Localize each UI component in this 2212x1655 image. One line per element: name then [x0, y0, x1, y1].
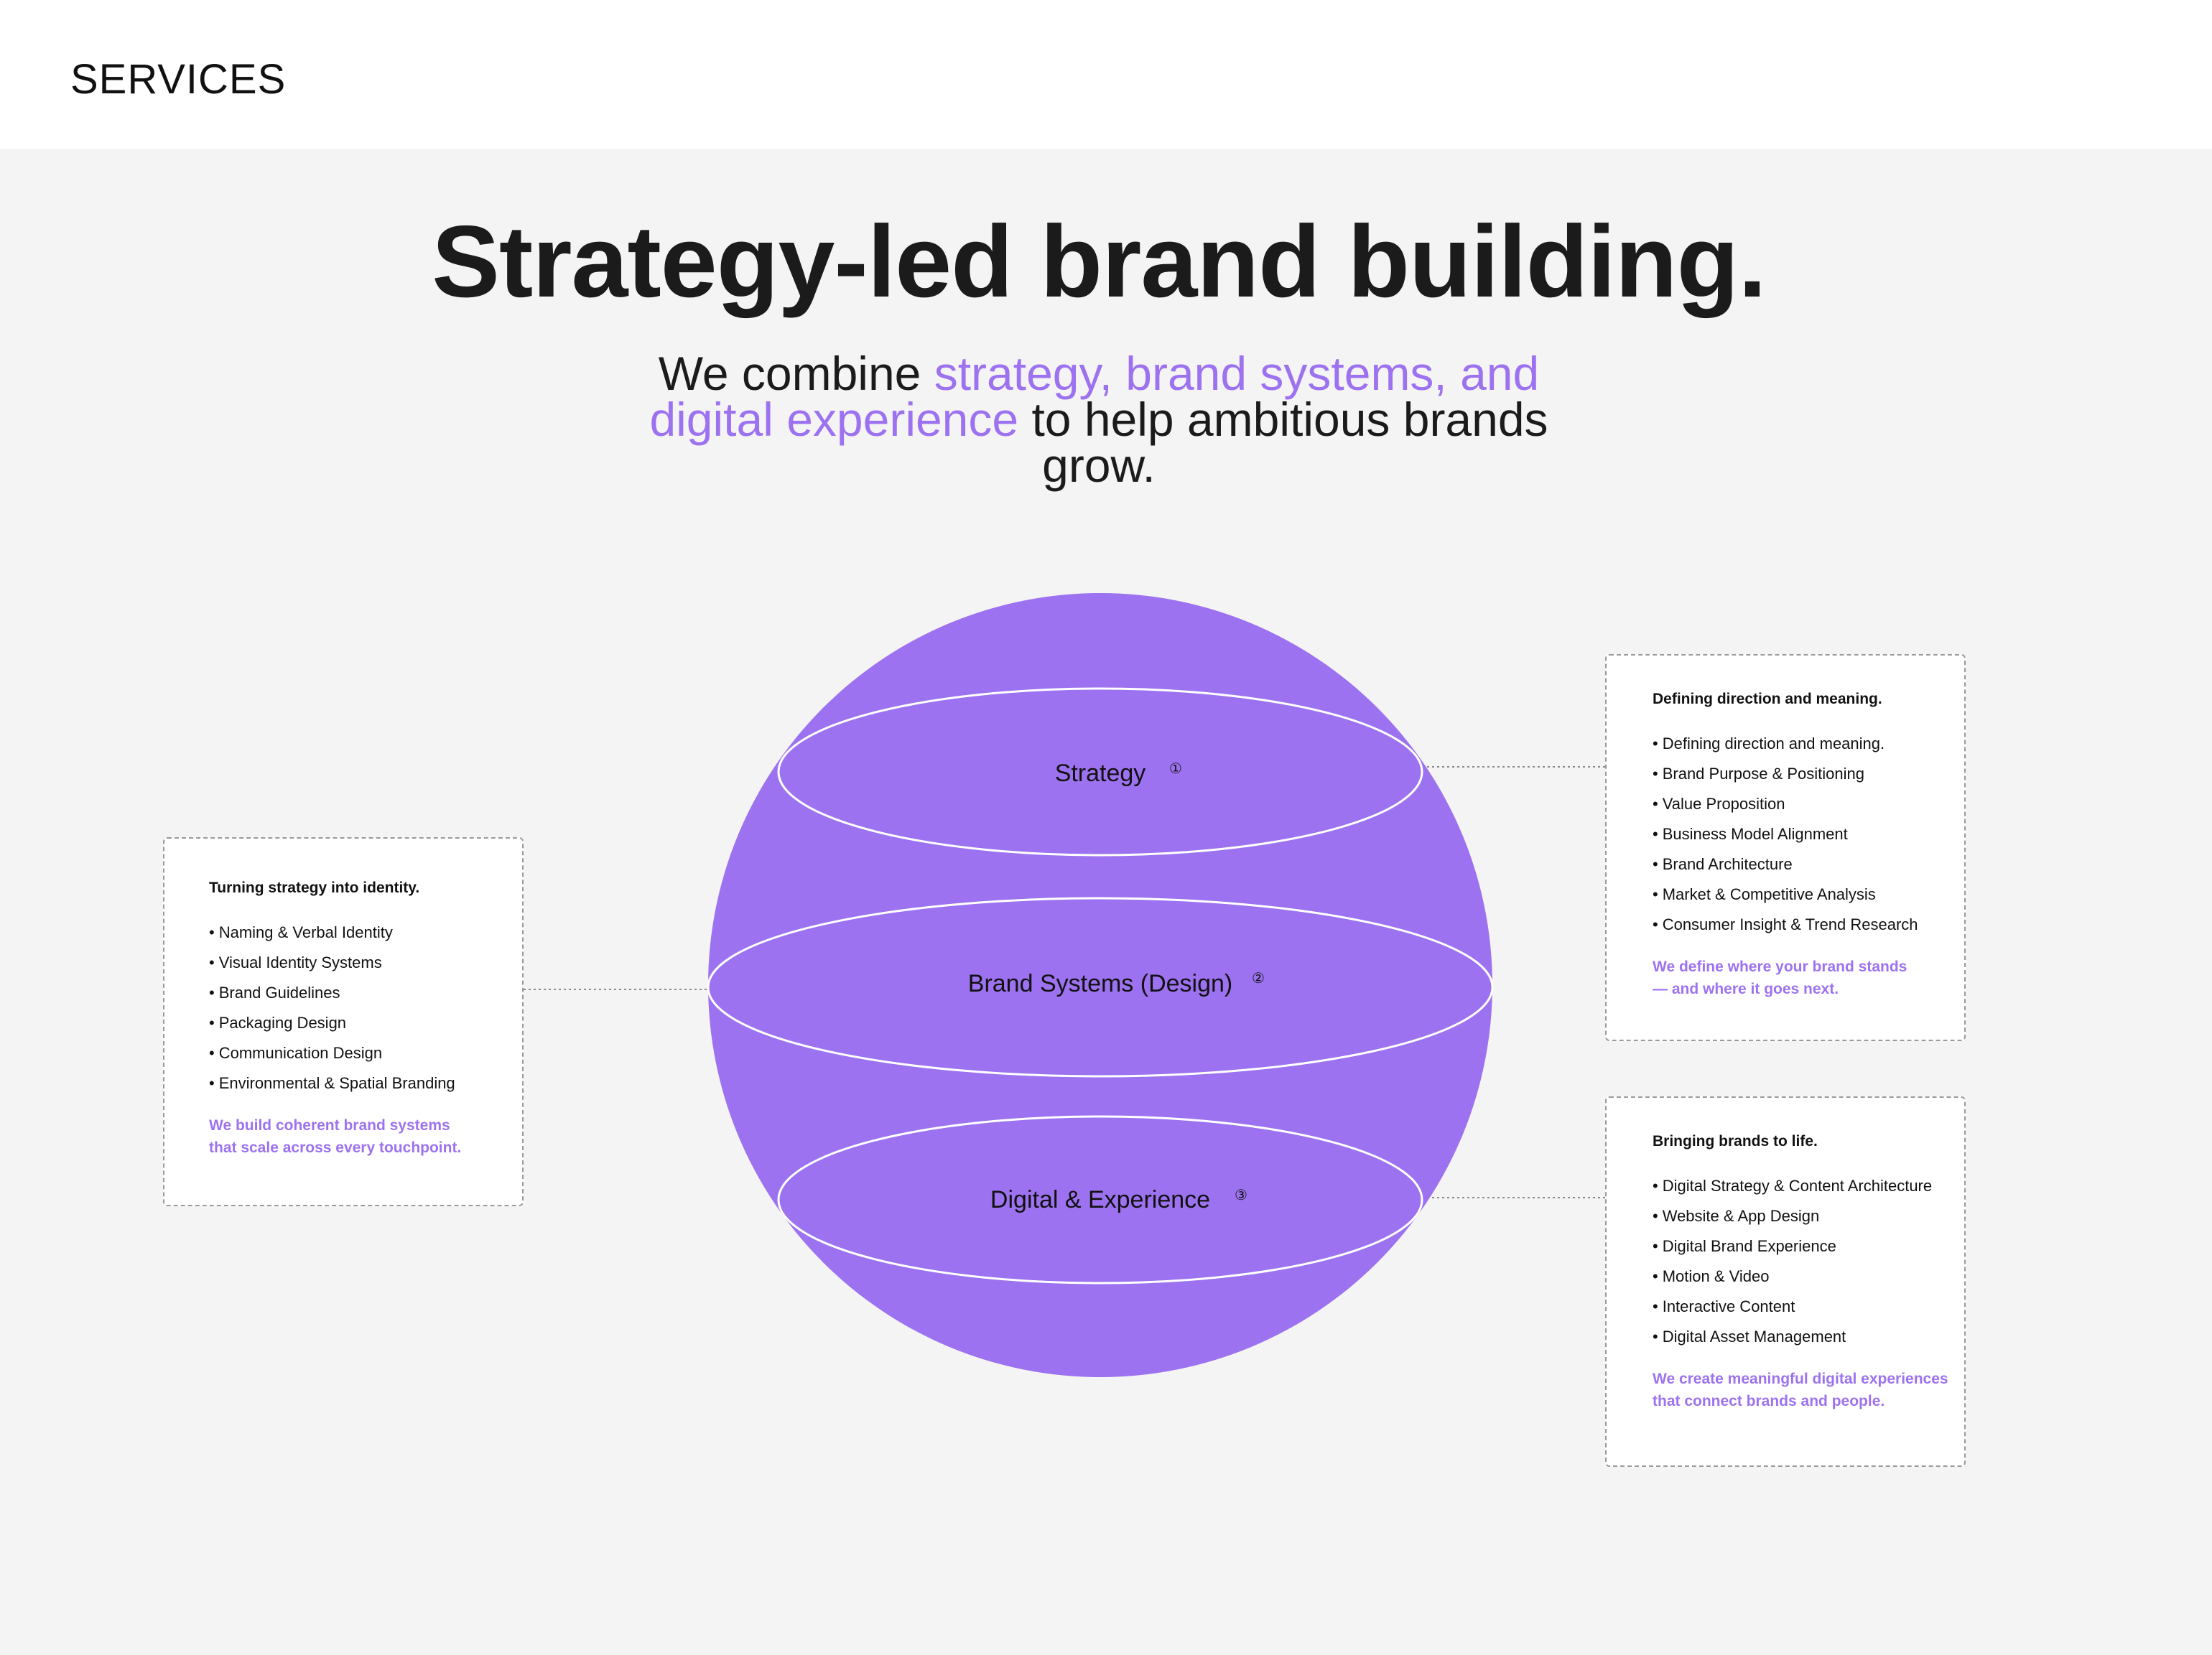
list-item: Communication Design: [209, 1038, 522, 1068]
service-list: Defining direction and meaning. Brand Pu…: [1653, 729, 1964, 940]
list-item: Brand Guidelines: [209, 978, 522, 1008]
service-list: Naming & Verbal Identity Visual Identity…: [209, 918, 522, 1099]
layer-number-digital: ③: [1235, 1186, 1247, 1203]
layer-number-brand-systems: ②: [1252, 969, 1265, 987]
digital-experience-card: Bringing brands to life. Digital Strateg…: [1605, 1096, 1966, 1467]
headline: Strategy-led brand building.: [432, 205, 1767, 319]
layer-number-strategy: ①: [1169, 760, 1182, 777]
list-item: Brand Purpose & Positioning: [1653, 759, 1964, 789]
service-sphere: [708, 593, 1492, 1377]
list-item: Environmental & Spatial Branding: [209, 1068, 522, 1099]
list-item: Packaging Design: [209, 1008, 522, 1038]
brand-systems-card: Turning strategy into identity. Naming &…: [163, 837, 524, 1206]
subheadline-text: We combine: [658, 347, 934, 400]
card-title: Turning strategy into identity.: [209, 880, 420, 896]
list-item: Motion & Video: [1653, 1262, 1964, 1292]
card-note: We create meaningful digital experiences…: [1653, 1371, 1948, 1409]
strategy-card: Defining direction and meaning. Defining…: [1605, 654, 1966, 1041]
list-item: Defining direction and meaning.: [1653, 729, 1964, 759]
subheadline-text-end: to help ambitious brands grow.: [1018, 393, 1548, 492]
list-item: Brand Architecture: [1653, 849, 1964, 880]
subheadline: We combine strategy, brand systems, and …: [596, 347, 1602, 489]
list-item: Website & App Design: [1653, 1201, 1964, 1231]
layer-ring-digital[interactable]: [777, 1115, 1423, 1285]
card-note: We build coherent brand systems that sca…: [209, 1117, 462, 1156]
list-item: Market & Competitive Analysis: [1653, 880, 1964, 910]
section-title: SERVICES: [70, 56, 287, 103]
subheadline-accent: strategy, brand systems, and digital exp…: [649, 347, 1540, 446]
list-item: Digital Strategy & Content Architecture: [1653, 1171, 1964, 1201]
list-item: Naming & Verbal Identity: [209, 918, 522, 948]
card-note: We define where your brand stands — and …: [1653, 959, 1907, 997]
layer-ring-brand-systems[interactable]: [707, 897, 1494, 1078]
top-bar: SERVICES: [0, 0, 2212, 149]
list-item: Business Model Alignment: [1653, 819, 1964, 849]
layer-label-digital: Digital & Experience: [990, 1186, 1210, 1213]
service-list: Digital Strategy & Content Architecture …: [1653, 1171, 1964, 1352]
list-item: Visual Identity Systems: [209, 948, 522, 978]
layer-ring-strategy[interactable]: [777, 687, 1423, 857]
layer-label-strategy: Strategy: [1055, 760, 1146, 787]
layer-label-brand-systems: Brand Systems (Design): [968, 970, 1232, 997]
list-item: Consumer Insight & Trend Research: [1653, 910, 1964, 940]
list-item: Interactive Content: [1653, 1292, 1964, 1322]
list-item: Value Proposition: [1653, 789, 1964, 819]
list-item: Digital Asset Management: [1653, 1322, 1964, 1352]
list-item: Digital Brand Experience: [1653, 1231, 1964, 1262]
card-title: Defining direction and meaning.: [1653, 691, 1882, 707]
card-title: Bringing brands to life.: [1653, 1133, 1818, 1150]
